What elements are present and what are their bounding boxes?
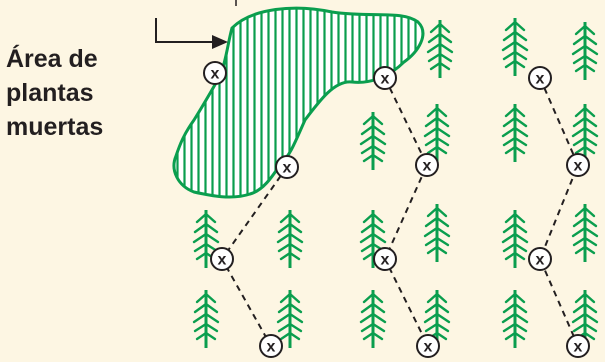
circled-x-icon: x [528, 66, 552, 90]
sample-point-mark: x [283, 160, 292, 177]
dead-area-label: Área de plantas muertas [6, 42, 103, 144]
sample-point-mark: x [574, 339, 583, 356]
circled-x-icon: x [415, 153, 439, 177]
sample-point-mark: x [574, 158, 583, 175]
sample-point-mark: x [536, 71, 545, 88]
sample-point-mark: x [267, 339, 276, 356]
pine-seedling-icon [571, 202, 599, 264]
pine-seedling-icon [501, 208, 529, 270]
sample-point-mark: x [381, 71, 390, 88]
circled-x-icon: x [373, 66, 397, 90]
pine-seedling-icon [276, 208, 304, 270]
route-segment [538, 77, 580, 347]
pine-seedling-icon [426, 18, 454, 80]
pine-seedling-icon [359, 110, 387, 172]
sample-point-mark: x [381, 252, 390, 269]
sample-points: x x x x x x x [203, 61, 590, 358]
sample-point-mark: x [423, 158, 432, 175]
circled-x-icon: x [416, 334, 440, 358]
circled-x-icon: x [210, 247, 234, 271]
dead-area-label-line3: muertas [6, 113, 104, 141]
pine-seedling-icon [359, 288, 387, 350]
circled-x-icon: x [566, 334, 590, 358]
circled-x-icon: x [373, 247, 397, 271]
dead-area-label-line1: Área de [6, 45, 98, 73]
sample-point-mark: x [211, 66, 220, 83]
elbow-arrow-icon [155, 0, 237, 49]
route-segment [383, 77, 429, 347]
dead-area-label-line2: plantas [6, 79, 94, 107]
sample-point-mark: x [424, 339, 433, 356]
pine-seedling-icon [501, 16, 529, 78]
pine-seedling-icon [423, 202, 451, 264]
circled-x-icon: x [203, 61, 227, 85]
sample-point-mark: x [536, 252, 545, 269]
pine-seedling-icon [192, 288, 220, 350]
pine-seedling-icon [571, 20, 599, 82]
circled-x-icon: x [528, 247, 552, 271]
circled-x-icon: x [275, 155, 299, 179]
circled-x-icon: x [259, 334, 283, 358]
pine-seedling-icon [501, 288, 529, 350]
pine-seedling-icon [276, 288, 304, 350]
pine-seedling-icon [501, 102, 529, 164]
sample-point-mark: x [218, 252, 227, 269]
circled-x-icon: x [566, 153, 590, 177]
